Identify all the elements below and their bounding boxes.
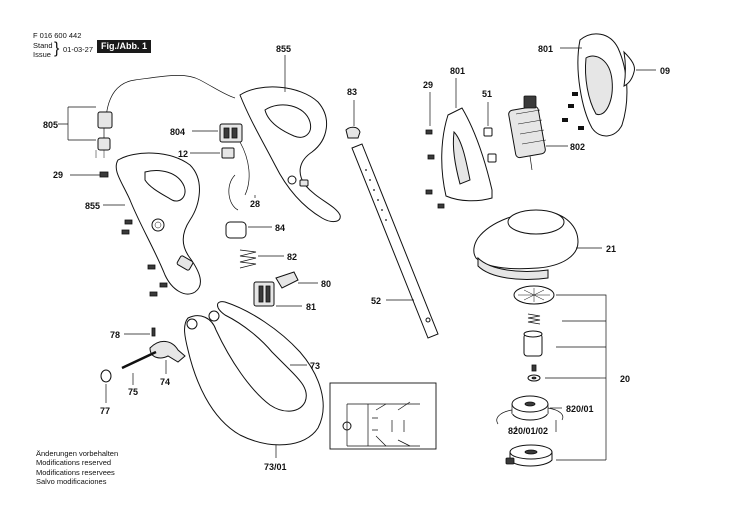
cable-clamp-part bbox=[97, 137, 111, 151]
figure-badge: Fig./Abb. 1 bbox=[97, 40, 151, 53]
lever-80 bbox=[275, 271, 299, 289]
label-12: 12 bbox=[178, 149, 188, 159]
footer-note: Salvo modificaciones bbox=[36, 477, 107, 487]
clip-83 bbox=[345, 126, 361, 139]
label-84: 84 bbox=[275, 223, 285, 233]
spool-cover bbox=[513, 285, 555, 305]
label-20: 20 bbox=[620, 374, 630, 384]
label-29-left: 29 bbox=[53, 170, 63, 180]
tube-52 bbox=[351, 143, 439, 339]
footer-notes: Änderungen vorbehalten Modifications res… bbox=[36, 449, 118, 487]
clamp-74 bbox=[149, 341, 186, 363]
screws-29-right bbox=[425, 129, 445, 209]
label-21: 21 bbox=[606, 244, 616, 254]
label-804: 804 bbox=[170, 127, 185, 137]
sleeve-84 bbox=[225, 221, 247, 239]
switch-804 bbox=[219, 123, 243, 143]
label-51: 51 bbox=[482, 89, 492, 99]
label-28: 28 bbox=[250, 199, 260, 209]
housing-left-855 bbox=[115, 152, 201, 295]
label-73-01: 73/01 bbox=[264, 462, 287, 472]
wires-28 bbox=[228, 141, 250, 211]
label-73: 73 bbox=[310, 361, 320, 371]
label-75: 75 bbox=[128, 387, 138, 397]
motor-housing-801-rear bbox=[562, 33, 628, 137]
label-78: 78 bbox=[110, 330, 120, 340]
label-805: 805 bbox=[43, 120, 58, 130]
label-855-left: 855 bbox=[85, 201, 100, 211]
label-802: 802 bbox=[570, 142, 585, 152]
stand-label: Stand bbox=[33, 41, 53, 50]
nameplate-09 bbox=[623, 50, 635, 87]
spool-bushing bbox=[523, 330, 543, 357]
bolt-75 bbox=[121, 350, 157, 370]
washer-20 bbox=[527, 364, 541, 382]
motor-housing-801-front bbox=[441, 107, 493, 202]
label-801-mid: 801 bbox=[450, 66, 465, 76]
label-820-01: 820/01 bbox=[566, 404, 594, 414]
doc-number: F 016 600 442 bbox=[33, 31, 82, 40]
brace-mark: } bbox=[54, 40, 60, 57]
label-81: 81 bbox=[306, 302, 316, 312]
motor-802 bbox=[508, 95, 547, 171]
label-74: 74 bbox=[160, 377, 170, 387]
mains-cable-805 bbox=[95, 75, 236, 158]
label-09: 09 bbox=[660, 66, 670, 76]
issue-date: 01-03-27 bbox=[63, 45, 94, 54]
label-77: 77 bbox=[100, 406, 110, 416]
brushes-51 bbox=[483, 127, 497, 163]
label-80: 80 bbox=[321, 279, 331, 289]
label-82: 82 bbox=[287, 252, 297, 262]
screws-29-left bbox=[70, 171, 168, 297]
line-spool-820-01 bbox=[496, 395, 564, 425]
spool-assembly-bracket bbox=[545, 294, 607, 461]
wiring-schematic bbox=[329, 382, 437, 450]
label-820-01-02: 820/01/02 bbox=[508, 426, 548, 436]
part-12 bbox=[221, 147, 235, 159]
label-29-right: 29 bbox=[423, 80, 433, 90]
housing-screw-boss bbox=[151, 218, 165, 232]
label-83: 83 bbox=[347, 87, 357, 97]
housing-right-855 bbox=[239, 86, 341, 223]
cable-plug-part bbox=[97, 111, 113, 129]
label-855-top: 855 bbox=[276, 44, 291, 54]
footer-note: Modifications reserved bbox=[36, 458, 112, 468]
label-52: 52 bbox=[371, 296, 381, 306]
pin-78 bbox=[151, 327, 156, 337]
issue-label: Issue bbox=[33, 50, 51, 59]
footer-note: Änderungen vorbehalten bbox=[36, 449, 119, 458]
spool-housing bbox=[505, 444, 553, 467]
spring-82 bbox=[239, 249, 257, 269]
footer-note: Modifications reservees bbox=[36, 467, 115, 477]
aux-handle-73 bbox=[184, 301, 324, 446]
guard-21 bbox=[473, 209, 579, 280]
collet-81 bbox=[253, 281, 275, 307]
spool-spring bbox=[527, 313, 541, 325]
label-801-top: 801 bbox=[538, 44, 553, 54]
cap-77 bbox=[100, 369, 112, 383]
